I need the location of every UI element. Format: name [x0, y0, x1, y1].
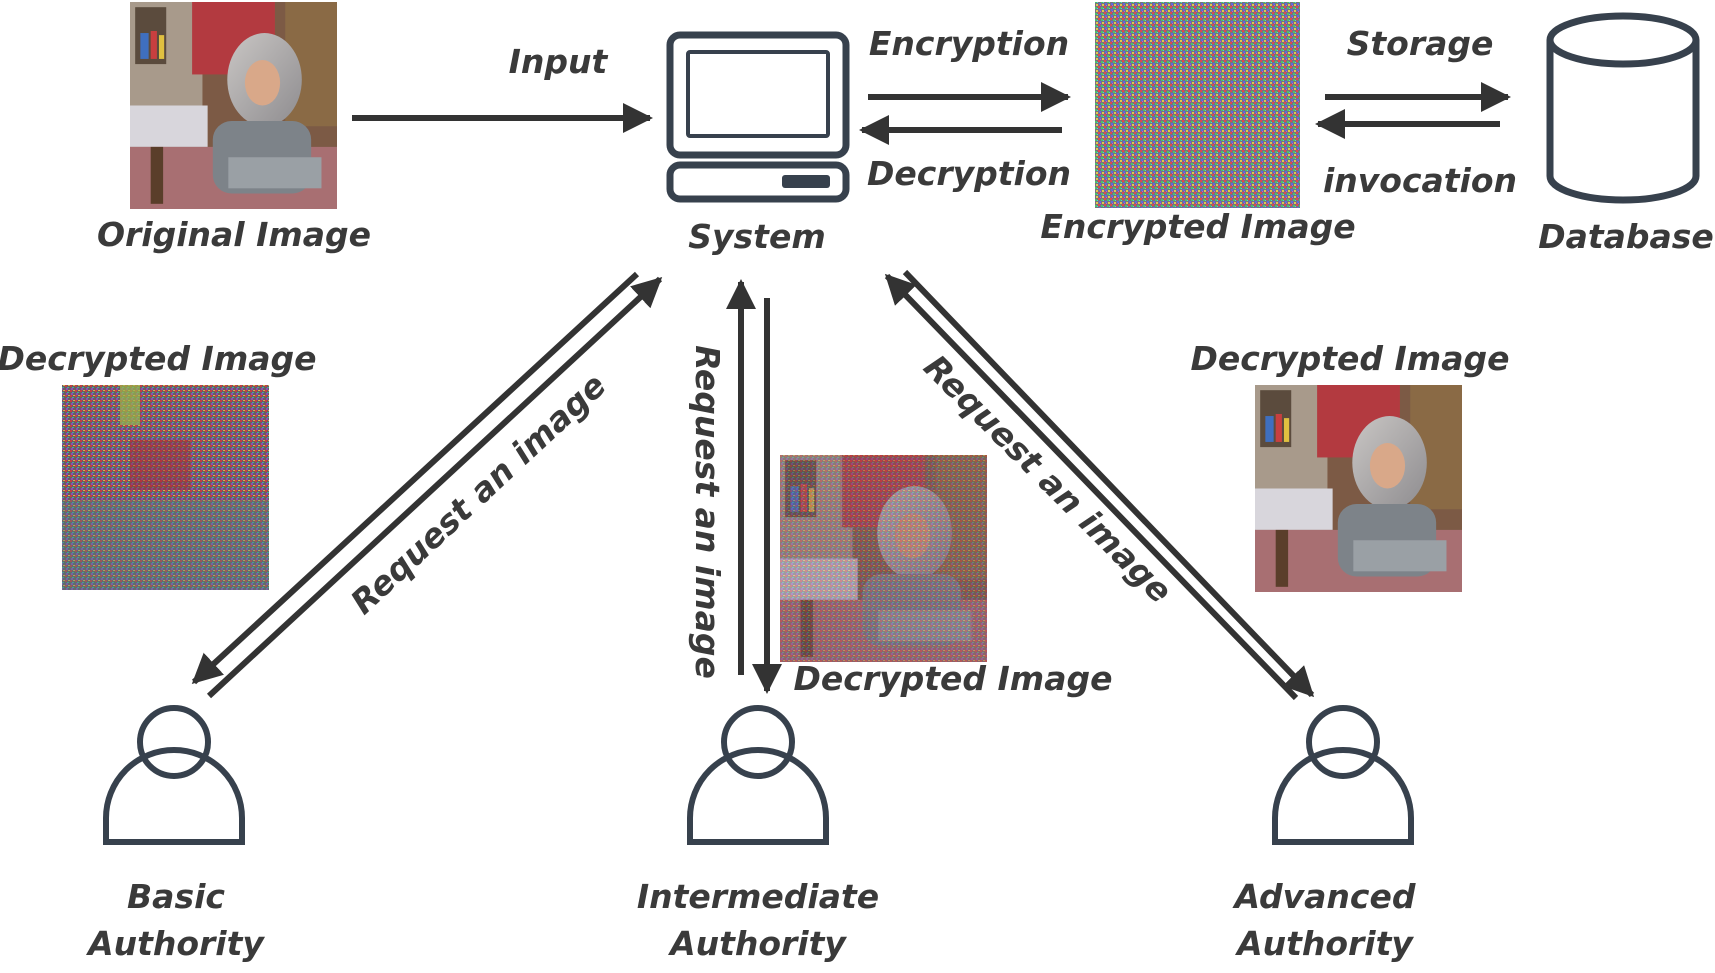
intermediate-authority-label-line1: Intermediate	[637, 877, 879, 916]
advanced-to-system-arrow	[884, 273, 1299, 701]
basic-authority-label-line1: Basic	[127, 877, 225, 916]
advanced-authority-label-line2: Authority	[1234, 924, 1414, 963]
advanced-authority-label-line1: Advanced	[1232, 877, 1416, 916]
decrypted-image-advanced-label: Decrypted Image	[1191, 339, 1510, 378]
invocation-label: invocation	[1323, 161, 1517, 200]
storage-label: Storage	[1347, 24, 1494, 63]
decrypted-image-advanced	[1255, 385, 1462, 592]
encryption-label: Encryption	[869, 24, 1069, 63]
user-icon	[103, 705, 245, 845]
user-icon	[687, 705, 829, 845]
decrypted-image-intermediate	[780, 455, 987, 662]
database-cylinder-icon	[1546, 12, 1700, 204]
basic-to-system-arrow	[206, 276, 663, 699]
decrypted-image-intermediate-label: Decrypted Image	[794, 659, 1113, 698]
decrypted-image-basic-label: Decrypted Image	[0, 339, 316, 378]
encrypted-image-label: Encrypted Image	[1040, 207, 1355, 246]
decryption-label: Decryption	[867, 154, 1071, 193]
system-label: System	[688, 217, 825, 256]
intermediate-authority-label-line2: Authority	[667, 924, 847, 963]
system-to-advanced-arrow	[902, 269, 1315, 698]
request-intermediate-label: Request an image	[688, 345, 727, 679]
computer-icon	[666, 31, 850, 203]
system-to-basic-arrow	[191, 271, 640, 685]
request-basic-label: Request an image	[343, 366, 614, 622]
input-label: Input	[509, 42, 609, 81]
basic-authority-label-line2: Authority	[85, 924, 265, 963]
encrypted-image	[1095, 2, 1300, 208]
original-image-label: Original Image	[97, 215, 371, 254]
original-image	[130, 2, 337, 209]
user-icon	[1272, 705, 1414, 845]
database-label: Database	[1538, 217, 1714, 256]
decrypted-image-basic	[62, 385, 269, 590]
